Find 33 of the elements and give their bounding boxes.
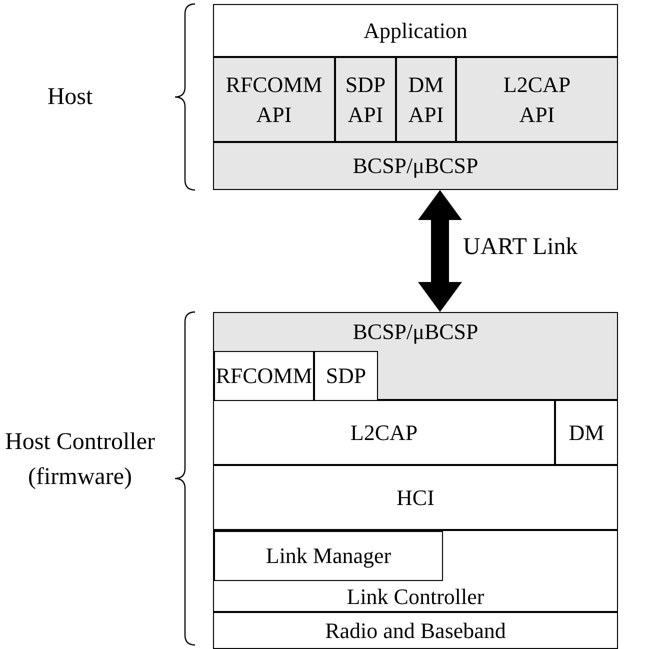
layer-label: DM API <box>407 70 445 128</box>
layer-box <box>213 57 335 142</box>
layer-box <box>213 312 618 400</box>
layer-box <box>213 530 618 612</box>
layer-label: Link Controller <box>346 583 484 611</box>
double-arrow <box>418 190 462 312</box>
layer-label: SDP <box>326 362 366 390</box>
layer-label: HCI <box>396 484 434 512</box>
layer-box <box>213 612 618 649</box>
group-label: Host Controller (firmware) <box>4 428 156 492</box>
layer-box <box>335 57 396 142</box>
layer-box <box>213 400 555 465</box>
layer-box <box>214 531 443 581</box>
layer-label: L2CAP <box>350 418 418 446</box>
layer-label: BCSP/μBCSP <box>352 152 478 180</box>
layer-box <box>213 142 618 190</box>
group-label: Host <box>46 83 94 112</box>
layer-box <box>213 465 618 530</box>
layer-label: RFCOMM API <box>224 70 324 128</box>
layer-box <box>555 400 618 465</box>
layer-box <box>214 351 314 401</box>
layer-label: RFCOMM <box>216 362 312 390</box>
layer-label: L2CAP API <box>502 70 572 128</box>
layer-label: SDP API <box>344 70 387 128</box>
layer-label: Application <box>364 16 468 45</box>
layer-label: Link Manager <box>266 542 392 570</box>
layer-label: BCSP/μBCSP <box>352 318 478 346</box>
layer-box <box>396 57 456 142</box>
layer-box <box>314 351 378 401</box>
layer-box <box>213 4 618 57</box>
layer-box <box>456 57 618 142</box>
layer-label: DM <box>568 418 604 446</box>
layer-label: Radio and Baseband <box>325 616 506 644</box>
